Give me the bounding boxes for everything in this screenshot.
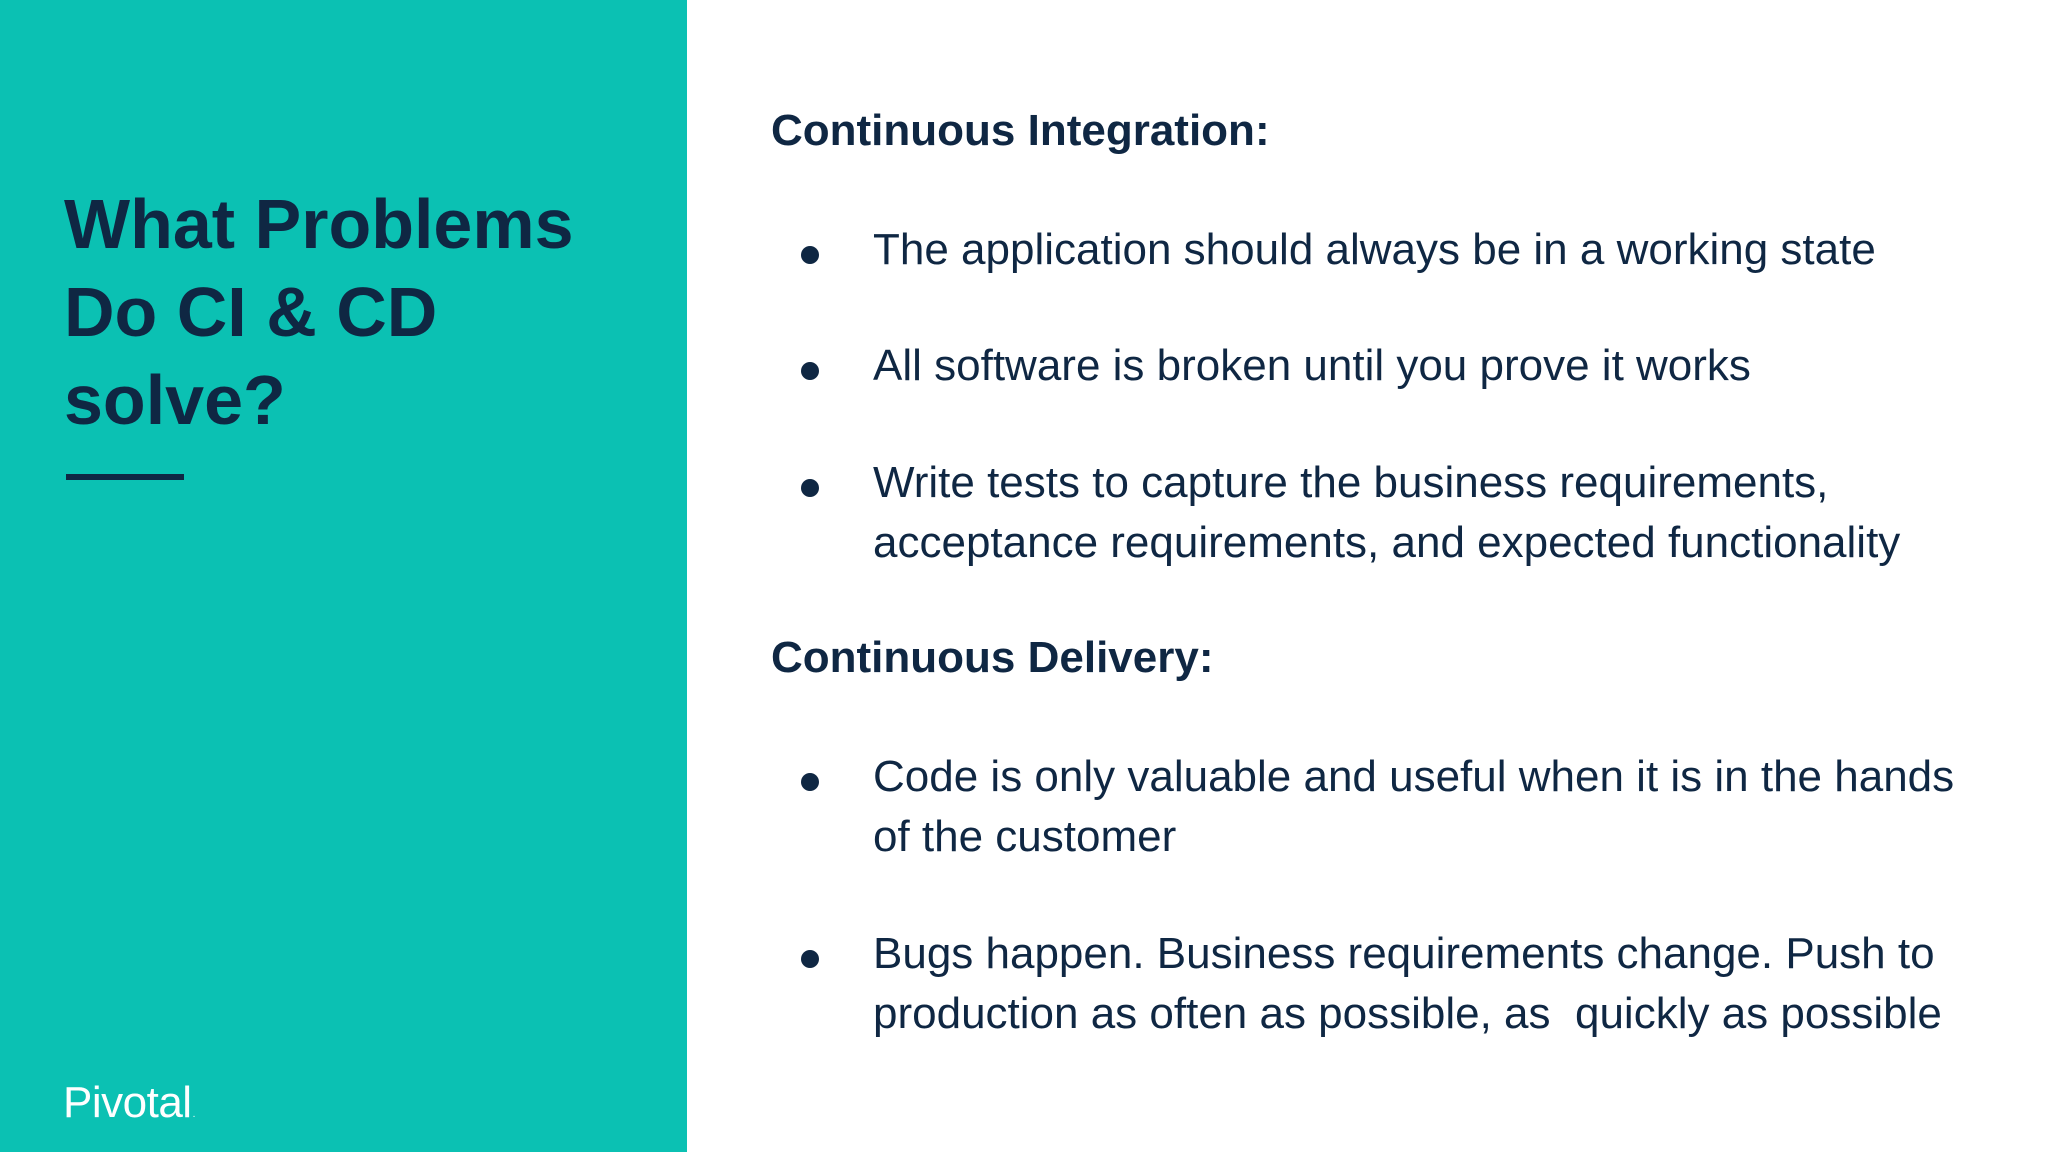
bullet-text: Bugs happen. Business requirements chang… <box>873 929 1947 1038</box>
pivotal-logo: Pivotal. <box>63 1075 195 1143</box>
bullet-dot-icon <box>801 950 819 968</box>
cd-heading-colon: : <box>1198 633 1214 682</box>
bullet-text: The application should always be in a wo… <box>873 225 1876 274</box>
title-panel: What Problems Do CI & CD solve? Pivotal. <box>0 0 687 1152</box>
bullet-text: Write tests to capture the business requ… <box>873 458 1901 567</box>
ci-heading-text: Continuous Integration <box>771 106 1255 155</box>
ci-heading-colon: : <box>1254 106 1270 155</box>
logo-mark: . <box>192 1109 196 1120</box>
bullet-text: All software is broken until you prove i… <box>873 341 1751 390</box>
bullet-text: Code is only valuable and useful when it… <box>873 752 1967 861</box>
bullet-dot-icon <box>801 479 819 497</box>
bullet-dot-icon <box>801 246 819 264</box>
cd-heading-text: Continuous Delivery <box>771 633 1199 682</box>
cd-heading: Continuous Delivery: <box>771 630 1214 686</box>
title-underline <box>66 474 184 480</box>
bullet-dot-icon <box>801 362 819 380</box>
bullet-dot-icon <box>801 773 819 791</box>
slide-content: Continuous Integration: The application … <box>771 0 1991 1152</box>
slide-title: What Problems Do CI & CD solve? <box>64 185 574 439</box>
logo-wordmark: Pivotal <box>63 1078 192 1127</box>
ci-heading: Continuous Integration: <box>771 103 1270 159</box>
